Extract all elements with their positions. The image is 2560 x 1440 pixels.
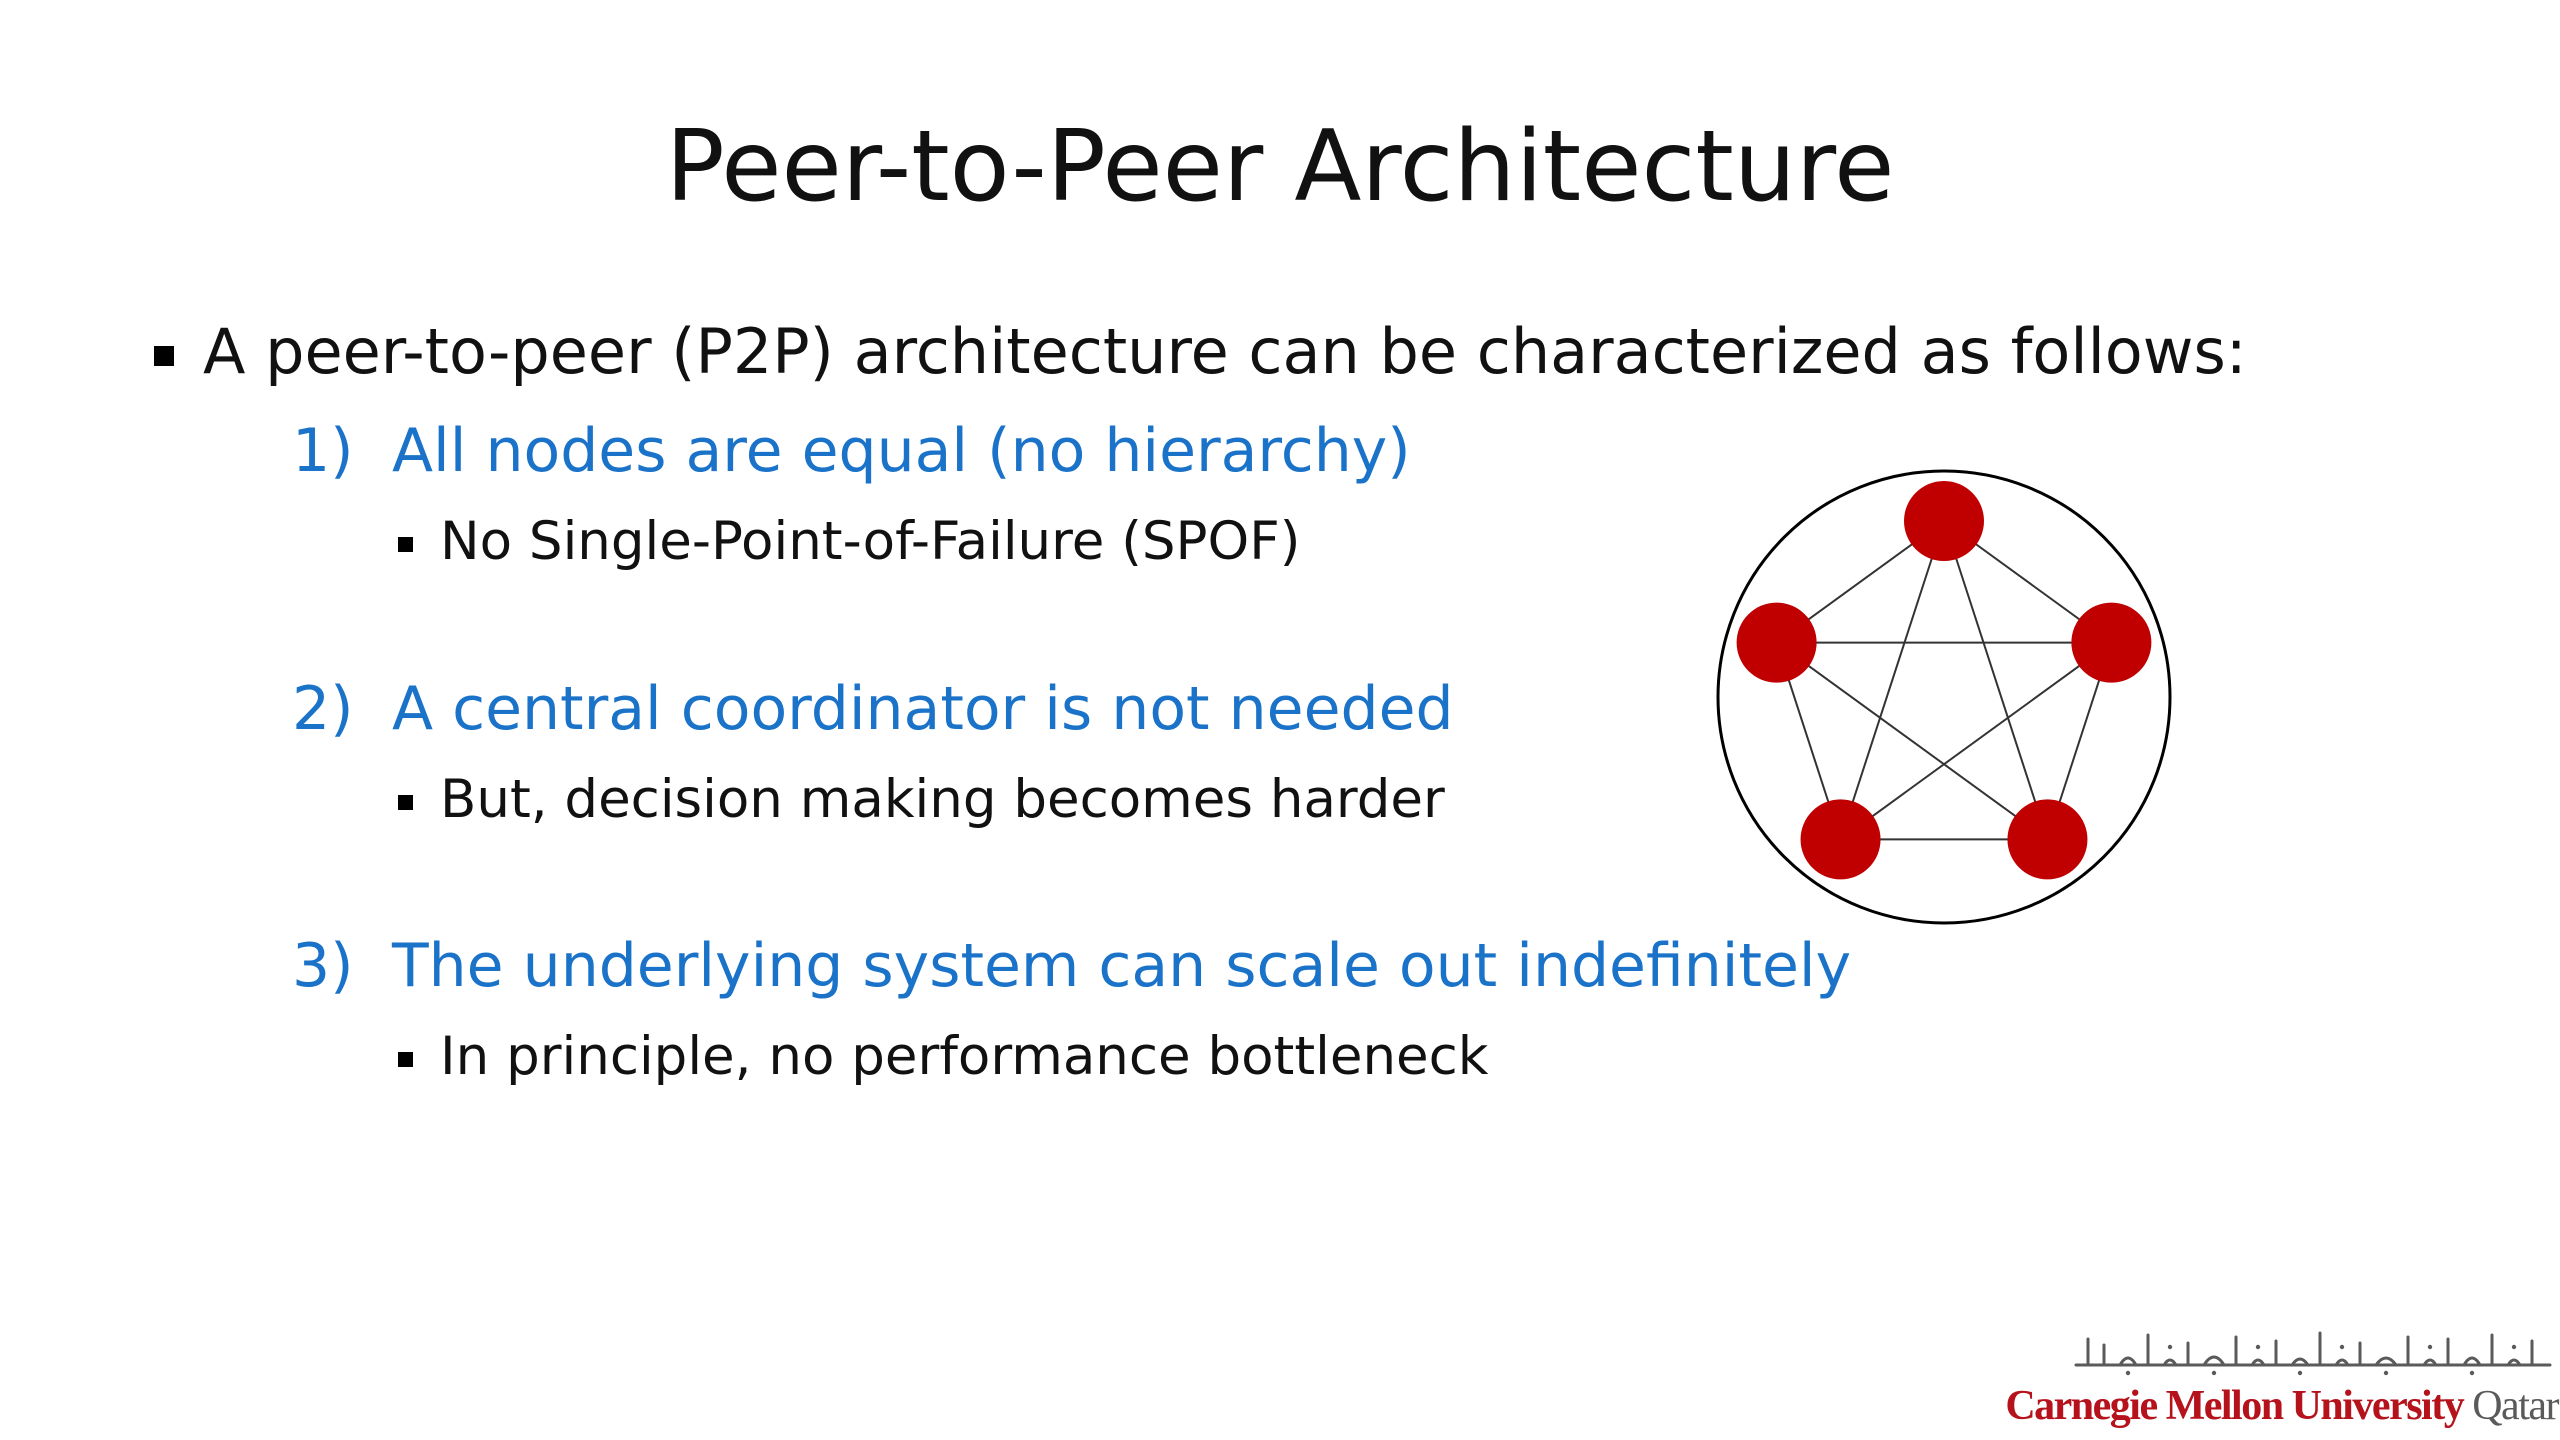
network-edge	[1776, 641, 2049, 841]
network-edges	[1775, 520, 2113, 841]
logo-university-name: Carnegie Mellon University	[2005, 1383, 2464, 1429]
point-text: A central coordinator is not needed	[392, 674, 1454, 744]
intro-text: A peer-to-peer (P2P) architecture can be…	[203, 315, 2247, 388]
network-nodes	[1736, 481, 2152, 880]
logo-english-text: Carnegie Mellon University Qatar	[2005, 1383, 2559, 1429]
intro-bullet: A peer-to-peer (P2P) architecture can be…	[154, 321, 2247, 383]
sub-bullet-text: But, decision making becomes harder	[440, 769, 1445, 830]
cmu-qatar-logo: Carnegie Mellon University Qatar	[2005, 1325, 2560, 1435]
arabic-logotype-icon	[2074, 1331, 2552, 1376]
logo-qatar-word: Qatar	[2472, 1383, 2559, 1429]
sub-bullet-2: But, decision making becomes harder	[398, 773, 1445, 826]
point-text: The underlying system can scale out inde…	[392, 931, 1852, 1001]
point-number: 3)	[292, 931, 354, 1001]
bullet-square-icon	[398, 1052, 413, 1067]
peer-node	[2007, 799, 2088, 880]
p2p-network-diagram	[1716, 469, 2172, 925]
sub-bullet-1: No Single-Point-of-Failure (SPOF)	[398, 515, 1300, 568]
point-text: All nodes are equal (no hierarchy)	[392, 416, 1411, 486]
network-boundary-circle	[1716, 469, 2172, 925]
numbered-point-1: 1)All nodes are equal (no hierarchy)	[292, 421, 1411, 481]
point-number: 2)	[292, 674, 354, 744]
point-number: 1)	[292, 416, 354, 486]
numbered-point-2: 2)A central coordinator is not needed	[292, 679, 1454, 739]
sub-bullet-text: In principle, no performance bottleneck	[440, 1026, 1489, 1087]
peer-node	[1736, 602, 1817, 683]
sub-bullet-text: No Single-Point-of-Failure (SPOF)	[440, 511, 1301, 572]
network-edge	[1839, 520, 1945, 840]
bullet-square-icon	[398, 795, 413, 810]
network-edge	[1943, 520, 2049, 840]
slide-title: Peer-to-Peer Architecture	[665, 110, 1895, 224]
bullet-square-icon	[398, 537, 413, 552]
numbered-point-3: 3)The underlying system can scale out in…	[292, 936, 1851, 996]
peer-node	[2071, 602, 2152, 683]
network-edge	[1839, 641, 2112, 841]
sub-bullet-3: In principle, no performance bottleneck	[398, 1030, 1488, 1083]
peer-node	[1904, 481, 1984, 561]
bullet-square-icon	[154, 346, 174, 366]
peer-node	[1800, 799, 1881, 880]
